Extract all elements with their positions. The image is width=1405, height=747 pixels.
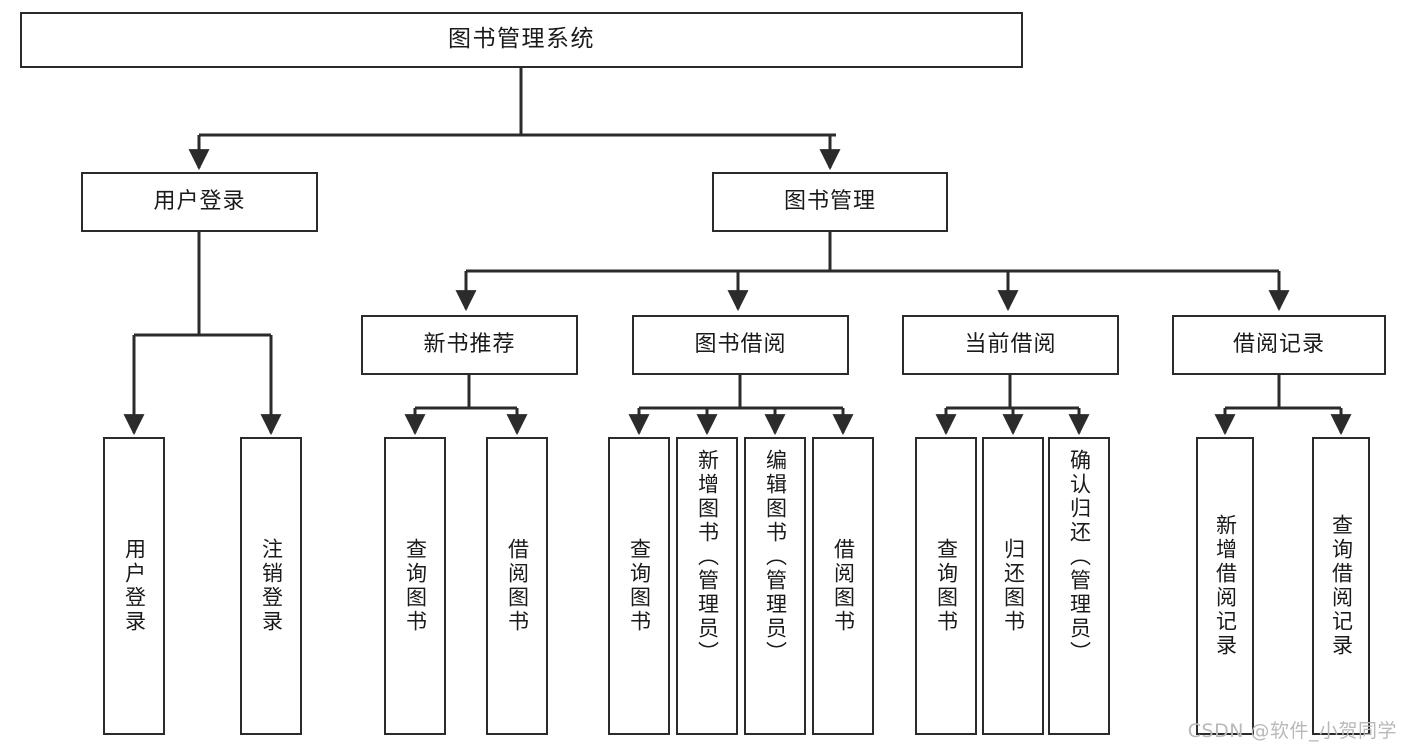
- leaf-borrow-borrow-book[interactable]: 借阅图书: [812, 437, 874, 735]
- node-book-management[interactable]: 图书管理: [712, 172, 948, 232]
- node-label: 新增图书（管理员）: [695, 449, 720, 665]
- node-label: 用户登录: [153, 189, 246, 215]
- node-label: 归还图书: [1001, 538, 1026, 634]
- node-book-borrow[interactable]: 图书借阅: [632, 315, 849, 375]
- node-current-borrow[interactable]: 当前借阅: [902, 315, 1119, 375]
- leaf-record-add-record[interactable]: 新增借阅记录: [1196, 437, 1254, 735]
- node-label: 新增借阅记录: [1213, 514, 1238, 658]
- node-root-system[interactable]: 图书管理系统: [20, 12, 1023, 68]
- node-label: 编辑图书（管理员）: [763, 449, 788, 665]
- node-label: 查询图书: [403, 538, 428, 634]
- leaf-recommend-borrow-book[interactable]: 借阅图书: [486, 437, 548, 735]
- node-label: 确认归还（管理员）: [1067, 449, 1092, 665]
- node-user-login[interactable]: 用户登录: [81, 172, 318, 232]
- leaf-record-query-record[interactable]: 查询借阅记录: [1312, 437, 1370, 735]
- leaf-borrow-query-book[interactable]: 查询图书: [608, 437, 670, 735]
- node-label: 借阅图书: [505, 538, 530, 634]
- node-label: 图书借阅: [694, 332, 787, 358]
- watermark-text: CSDN @软件_小贺同学: [1187, 720, 1397, 742]
- leaf-user-login[interactable]: 用户登录: [103, 437, 165, 735]
- leaf-current-return-book[interactable]: 归还图书: [982, 437, 1044, 735]
- leaf-borrow-add-book-admin[interactable]: 新增图书（管理员）: [676, 437, 738, 735]
- node-label: 用户登录: [122, 538, 147, 634]
- node-borrow-record[interactable]: 借阅记录: [1172, 315, 1386, 375]
- node-label: 查询图书: [627, 538, 652, 634]
- node-new-book-recommend[interactable]: 新书推荐: [361, 315, 578, 375]
- node-label: 查询图书: [934, 538, 959, 634]
- node-label: 借阅图书: [831, 538, 856, 634]
- leaf-user-logout[interactable]: 注销登录: [240, 437, 302, 735]
- leaf-recommend-query-book[interactable]: 查询图书: [384, 437, 446, 735]
- node-label: 当前借阅: [964, 332, 1057, 358]
- leaf-current-confirm-return-admin[interactable]: 确认归还（管理员）: [1048, 437, 1110, 735]
- node-label: 借阅记录: [1232, 332, 1325, 358]
- node-label: 查询借阅记录: [1329, 514, 1354, 658]
- leaf-borrow-edit-book-admin[interactable]: 编辑图书（管理员）: [744, 437, 806, 735]
- node-label: 新书推荐: [423, 332, 516, 358]
- node-label: 图书管理: [783, 189, 876, 215]
- node-label: 图书管理系统: [448, 26, 595, 53]
- node-label: 注销登录: [259, 538, 284, 634]
- leaf-current-query-book[interactable]: 查询图书: [915, 437, 977, 735]
